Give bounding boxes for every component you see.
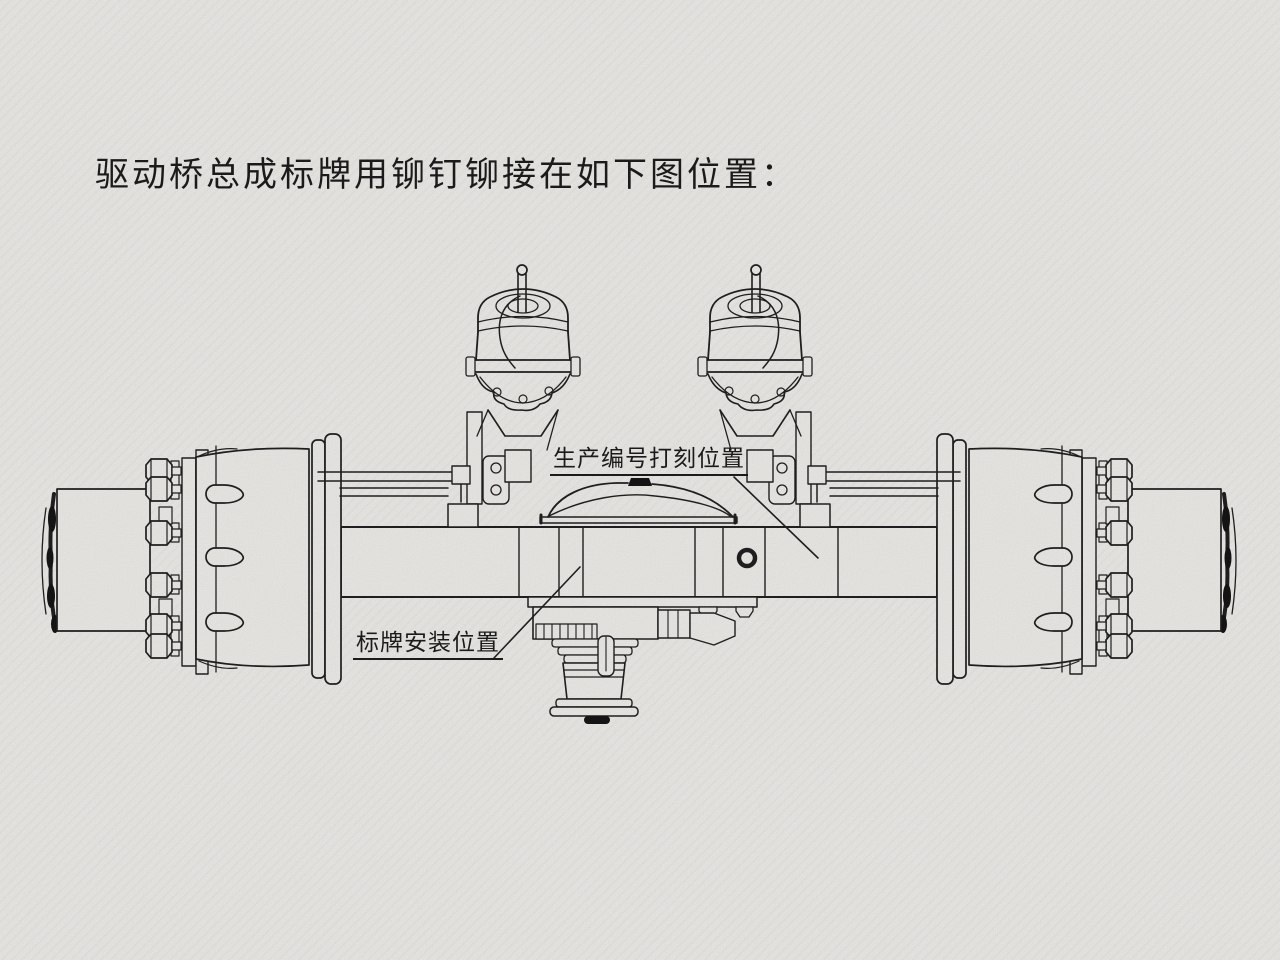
differential-cover-dome <box>539 478 738 525</box>
axle-housing-beam <box>340 526 938 598</box>
wheel-end-right <box>698 265 1236 684</box>
callout-serial-number-position: 生产编号打刻位置 <box>550 445 748 476</box>
callout-nameplate-position: 标牌安装位置 <box>353 629 503 660</box>
dome-top-lug <box>628 478 652 486</box>
differential-carrier <box>527 596 758 724</box>
wheel-end-left <box>42 265 580 684</box>
